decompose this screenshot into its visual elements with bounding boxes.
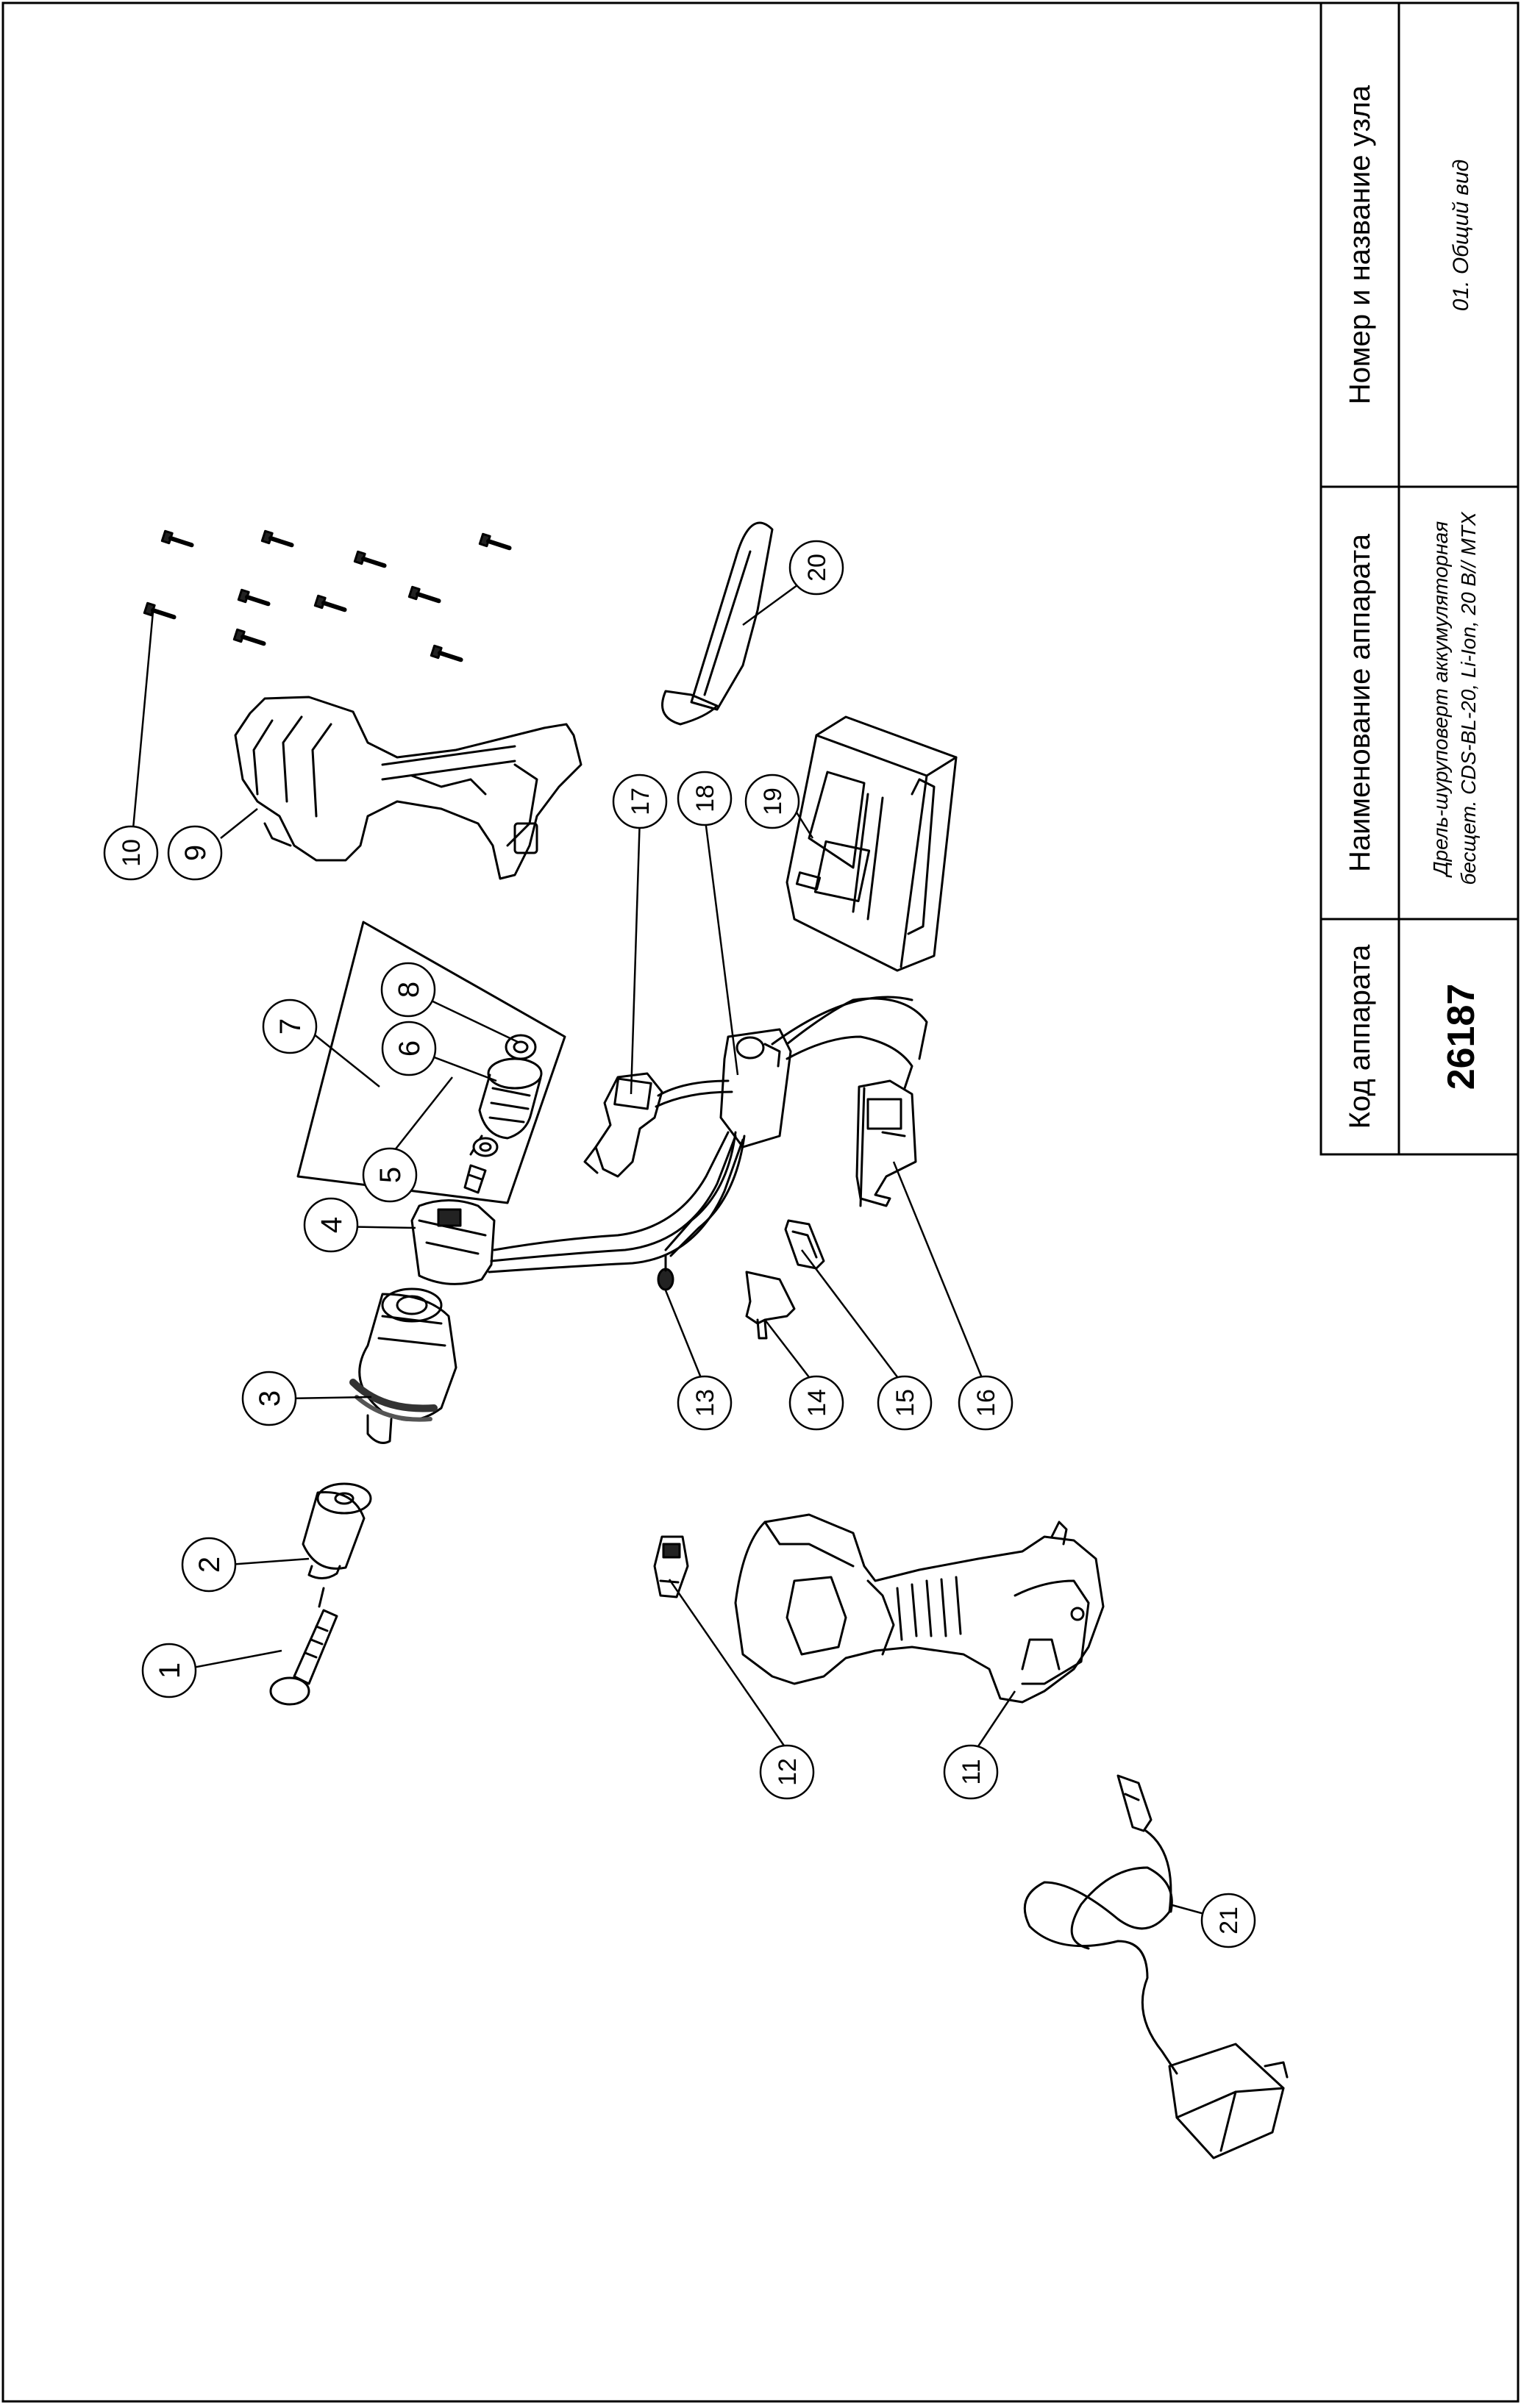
callout-4: 4 bbox=[316, 1217, 348, 1233]
part-battery-terminal bbox=[855, 1079, 917, 1207]
part-small-bearing bbox=[472, 1137, 499, 1157]
callout-12: 12 bbox=[774, 1758, 802, 1786]
callout-8: 8 bbox=[393, 982, 425, 998]
callout-15: 15 bbox=[891, 1389, 919, 1417]
callout-16: 16 bbox=[972, 1389, 1000, 1417]
part-chuck-screw bbox=[269, 1609, 338, 1706]
node-value: 01. Общий вид bbox=[1449, 160, 1473, 311]
part-controller-board bbox=[719, 996, 928, 1148]
title-block-frame bbox=[1319, 1, 1520, 1156]
callout-5: 5 bbox=[374, 1167, 407, 1183]
callout-numbers: 1 2 3 4 5 6 7 8 9 10 11 12 13 14 15 16 1… bbox=[118, 554, 1243, 1934]
header-device: Наименование аппарата bbox=[1344, 533, 1376, 872]
device-value-line2: бесщет. CDS-BL-20, Li-Ion, 20 В// МТХ bbox=[1457, 511, 1480, 885]
callout-circles bbox=[103, 540, 1256, 1948]
callout-18: 18 bbox=[691, 785, 719, 812]
part-rotor bbox=[469, 1057, 543, 1156]
callout-10: 10 bbox=[118, 839, 146, 867]
wire-2 bbox=[490, 1135, 737, 1262]
part-gear-shaft bbox=[463, 1164, 487, 1194]
callout-6: 6 bbox=[393, 1040, 426, 1057]
code-value: 26187 bbox=[1440, 984, 1483, 1090]
part-led bbox=[784, 1219, 825, 1270]
title-block-text: Номер и название узла Наименование аппар… bbox=[1344, 85, 1483, 1129]
part-switch bbox=[583, 1072, 733, 1178]
part-direction-switch bbox=[653, 1535, 689, 1598]
header-node: Номер и название узла bbox=[1344, 85, 1376, 404]
wire-1 bbox=[493, 1131, 730, 1251]
device-value-line1: Дрель-шуруповерт аккумуляторная bbox=[1429, 521, 1452, 878]
callout-9: 9 bbox=[179, 845, 212, 861]
part-gearbox bbox=[349, 1287, 457, 1444]
callout-17: 17 bbox=[627, 787, 655, 815]
part-chuck bbox=[302, 1482, 372, 1608]
callout-7: 7 bbox=[274, 1018, 307, 1035]
callout-1: 1 bbox=[154, 1662, 186, 1679]
leader-lines bbox=[129, 582, 1229, 1922]
part-bearing bbox=[505, 1034, 537, 1060]
part-wire-connector bbox=[657, 1131, 746, 1291]
callout-11: 11 bbox=[958, 1759, 986, 1784]
callout-21: 21 bbox=[1215, 1907, 1243, 1934]
title-block bbox=[1319, 1, 1520, 1156]
part-stator bbox=[410, 1199, 496, 1285]
callout-20: 20 bbox=[803, 554, 831, 582]
callout-2: 2 bbox=[193, 1557, 226, 1573]
part-housing-assembled bbox=[734, 1513, 1105, 1704]
part-housing-half bbox=[234, 696, 583, 880]
part-battery bbox=[786, 715, 958, 972]
subassembly-frame bbox=[296, 921, 566, 1204]
part-hand-strap bbox=[661, 521, 774, 726]
callout-19: 19 bbox=[759, 787, 787, 815]
callout-13: 13 bbox=[691, 1389, 719, 1417]
header-code: Код аппарата bbox=[1344, 944, 1376, 1129]
part-screws bbox=[143, 529, 512, 662]
part-charger bbox=[1023, 1774, 1289, 2159]
callout-3: 3 bbox=[254, 1390, 286, 1407]
callout-14: 14 bbox=[803, 1389, 831, 1417]
